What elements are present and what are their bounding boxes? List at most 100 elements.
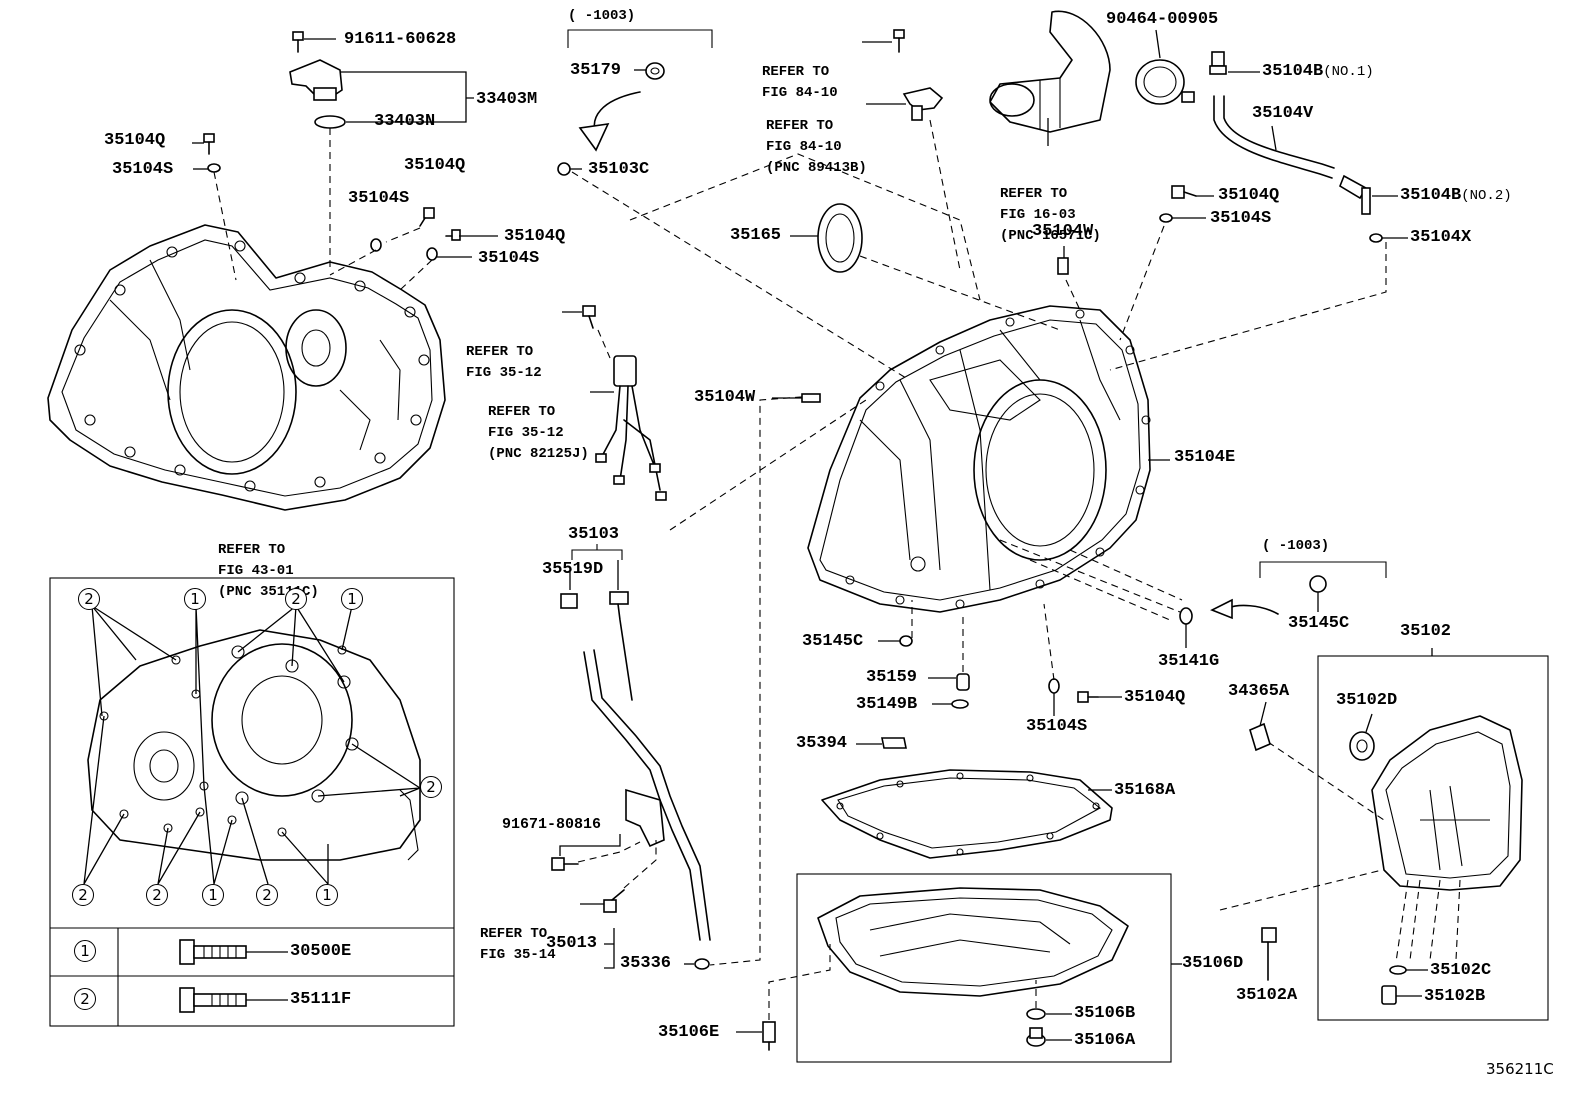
legend-bolt-30500e[interactable]: 30500E [290, 942, 352, 961]
part-35104w-a[interactable]: 35104W [1032, 222, 1094, 241]
o-ring-35103c [557, 162, 571, 176]
bolt-legend-panel [49, 577, 455, 1027]
part-35104q-e[interactable]: 35104Q [1124, 688, 1186, 707]
part-35102d[interactable]: 35102D [1336, 691, 1398, 710]
part-35104q-b[interactable]: 35104Q [404, 156, 466, 175]
part-35168a[interactable]: 35168A [1114, 781, 1176, 800]
part-35102a[interactable]: 35102A [1236, 986, 1298, 1005]
part-35145c-a[interactable]: 35145C [802, 632, 864, 651]
magnet-35394 [881, 737, 907, 749]
part-35104q-c[interactable]: 35104Q [504, 227, 566, 246]
part-35106b[interactable]: 35106B [1074, 1004, 1136, 1023]
part-90464-00905[interactable]: 90464-00905 [1106, 10, 1219, 29]
part-35141g[interactable]: 35141G [1158, 652, 1220, 671]
bolt-35104q-c [445, 229, 461, 241]
date-range-1: ( -1003) [568, 8, 636, 24]
arrow2-head [1210, 598, 1233, 620]
bolt-35104q-e [1077, 691, 1099, 703]
part-35145c-b[interactable]: 35145C [1288, 614, 1350, 633]
o-ring-35102c [1389, 965, 1407, 975]
bolt-refer-84-10 [893, 29, 905, 53]
pin-35104w-a [1057, 257, 1069, 275]
pin-35159 [956, 673, 970, 691]
callout-mark-2: 2 [78, 588, 100, 610]
plug-35145c-b [1309, 575, 1327, 593]
part-33403n[interactable]: 33403N [374, 112, 436, 131]
clip-34365a [1249, 722, 1271, 752]
part-35104s-c[interactable]: 35104S [478, 249, 540, 268]
part-35394[interactable]: 35394 [796, 734, 848, 753]
callout-mark-1: 1 [202, 884, 224, 906]
transaxle-case-illustration [807, 305, 1151, 613]
part-35106e[interactable]: 35106E [658, 1023, 720, 1042]
oil-pan-35106d [817, 887, 1129, 997]
part-35104s-a[interactable]: 35104S [112, 160, 174, 179]
part-35519d[interactable]: 35519D [542, 560, 604, 579]
dipstick-35103 [609, 591, 633, 701]
bolt-35102a [1261, 927, 1277, 981]
inset-housing-illustration [87, 629, 421, 861]
part-35102b[interactable]: 35102B [1424, 987, 1486, 1006]
legend-mark-2: 2 [74, 988, 96, 1010]
callout-mark-2: 2 [256, 884, 278, 906]
plug-35102b [1381, 985, 1397, 1005]
part-35103[interactable]: 35103 [568, 525, 620, 544]
bolt-35104q-a [203, 133, 215, 155]
part-35104q-d[interactable]: 35104Q [1218, 186, 1280, 205]
arrow-head [578, 123, 610, 152]
part-35336[interactable]: 35336 [620, 954, 672, 973]
part-35104b-no1[interactable]: 35104B(NO.1) [1262, 62, 1374, 81]
part-35102c[interactable]: 35102C [1430, 961, 1492, 980]
arrow2-curve [1227, 604, 1279, 615]
part-35104s-e[interactable]: 35104S [1026, 717, 1088, 736]
guide-tube-35013 [583, 649, 711, 941]
plug-35179 [645, 62, 665, 80]
part-91611-60628[interactable]: 91611-60628 [344, 30, 457, 49]
gasket-35104s-a [207, 163, 221, 173]
part-35159[interactable]: 35159 [866, 668, 918, 687]
part-34365a[interactable]: 34365A [1228, 682, 1290, 701]
gasket-35106b [1026, 1008, 1046, 1020]
bolt-35104q-b [419, 207, 435, 227]
part-35149b[interactable]: 35149B [856, 695, 918, 714]
union-35104b-no2 [1339, 174, 1371, 215]
part-35179[interactable]: 35179 [570, 61, 622, 80]
part-35102[interactable]: 35102 [1400, 622, 1452, 641]
converter-housing-illustration [47, 224, 446, 511]
o-ring-35336 [694, 958, 710, 970]
part-35013[interactable]: 35013 [546, 934, 598, 953]
part-35104v[interactable]: 35104V [1252, 104, 1314, 123]
date-range-2: ( -1003) [1262, 538, 1330, 554]
part-35104e[interactable]: 35104E [1174, 448, 1236, 467]
bolt-35106e [762, 1021, 776, 1051]
gasket-35104s-b [370, 238, 382, 252]
figure-code: 356211C [1486, 1060, 1554, 1078]
part-35104s-d[interactable]: 35104S [1210, 209, 1272, 228]
part-91671-80816[interactable]: 91671-80816 [502, 816, 602, 833]
case-cover-35102-illustration [1371, 715, 1523, 891]
part-35106d[interactable]: 35106D [1182, 954, 1244, 973]
part-35104b-no2[interactable]: 35104B(NO.2) [1400, 186, 1512, 205]
oil-seal-35165 [817, 203, 863, 273]
part-35103c[interactable]: 35103C [588, 160, 650, 179]
bushing-35102d [1349, 731, 1375, 761]
part-33403m[interactable]: 33403M [476, 90, 538, 109]
legend-bolt-35111f[interactable]: 35111F [290, 990, 352, 1009]
part-35106a[interactable]: 35106A [1074, 1031, 1136, 1050]
gasket-35104x [1369, 233, 1383, 243]
part-35104x[interactable]: 35104X [1410, 228, 1472, 247]
union-35104b-no1 [1209, 51, 1227, 75]
sensor-33403m-illustration [289, 59, 343, 101]
part-35165[interactable]: 35165 [730, 226, 782, 245]
part-35104s-b[interactable]: 35104S [348, 189, 410, 208]
part-35104w-b[interactable]: 35104W [694, 388, 756, 407]
part-35104q-a[interactable]: 35104Q [104, 131, 166, 150]
bolt-35111f-illustration [179, 987, 247, 1013]
callout-mark-2: 2 [420, 776, 442, 798]
